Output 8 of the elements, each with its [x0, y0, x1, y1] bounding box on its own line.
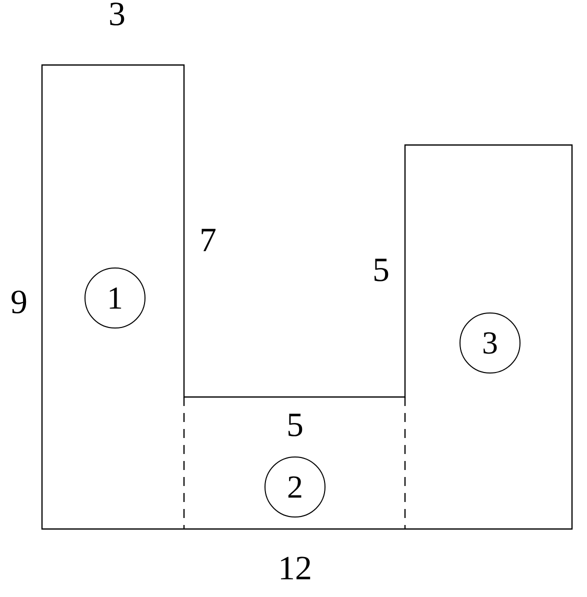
dimension-label: 7 — [202, 228, 216, 252]
circled-number: 2 — [264, 456, 326, 518]
circled-number: 3 — [460, 312, 520, 374]
dimension-label: 9 — [12, 290, 26, 314]
circled-number: 1 — [84, 268, 146, 328]
dimension-label: 5 — [374, 258, 388, 282]
dimension-label: 12 — [281, 556, 310, 580]
dimension-label: 3 — [110, 2, 124, 26]
